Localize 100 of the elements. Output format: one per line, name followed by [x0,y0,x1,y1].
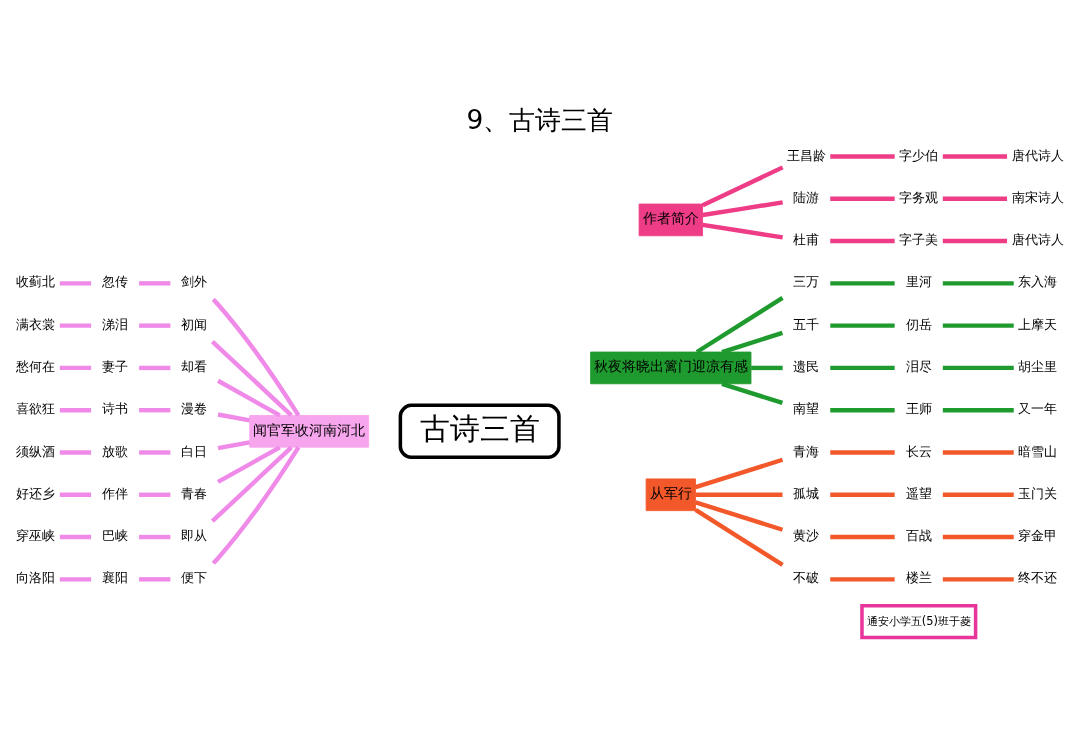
connector [942,196,1008,201]
node-text: 杜甫 [793,231,820,247]
node-text: 长云 [905,443,932,459]
connector [59,492,92,497]
connector [59,365,92,370]
connector [721,330,784,354]
connector [216,444,281,484]
connector [702,222,783,240]
node-text: 青海 [793,443,820,459]
connector [942,322,1014,328]
node-text: 终不还 [1018,569,1058,585]
node-text: 初闻 [181,316,208,332]
connector [694,507,784,567]
node-text: 涕泪 [101,316,128,332]
node-text: 满衣裳 [16,316,56,332]
connector [694,457,784,489]
connector [59,449,92,455]
connector [695,492,783,497]
node-text: 唐代诗人 [1011,147,1064,163]
connector [942,153,1008,159]
connector [139,280,171,286]
connector [721,381,784,405]
node-text: 穿巫峡 [16,527,56,543]
node-text: 陆游 [793,189,820,205]
connector [830,492,895,497]
node-box: 作者简介 [638,203,703,236]
node-text: 收蓟北 [16,273,56,289]
node-text: 泪尽 [905,358,932,374]
node-text: 孤城 [793,485,820,501]
node-text: 玉门关 [1018,485,1058,501]
connector [830,153,895,159]
connector [59,407,92,412]
connector [702,199,783,217]
node-text: 又一年 [1018,400,1058,416]
node-text: 诗书 [101,400,128,416]
connector [139,365,171,370]
node-text: 南宋诗人 [1011,189,1064,205]
node-text: 王昌龄 [786,147,826,163]
node-text: 三万 [793,273,820,289]
node-text: 好还乡 [16,485,56,501]
connector [830,280,895,286]
connector [210,339,293,417]
connector [830,322,895,328]
node-text: 遗民 [793,358,820,374]
node-text: 便下 [181,569,208,585]
node-text: 忽传 [101,273,128,289]
diagram-title: 9、古诗三首 [466,103,614,135]
node-text: 却看 [181,358,208,374]
connector [701,164,784,207]
connector [830,407,895,412]
connector [59,576,92,582]
node-text: 向洛阳 [16,569,56,585]
node-text: 漫卷 [181,400,208,416]
node-text: 胡尘里 [1018,358,1058,374]
connector [694,499,784,532]
connector [210,445,293,523]
connector [830,576,895,582]
connector [830,449,895,455]
connector [139,449,171,455]
connector [942,449,1014,455]
connector [830,196,895,201]
connector [830,534,895,539]
node-text: 妻子 [101,358,128,374]
node-text: 百战 [905,527,932,543]
node-text: 白日 [181,443,208,459]
node-text: 剑外 [181,273,208,289]
connector [139,576,171,582]
node-text: 巴峡 [101,527,128,543]
node-text: 襄阳 [101,569,128,585]
node-box: 通安小学五(5)班于菱 [860,603,978,639]
node-text: 不破 [793,569,820,585]
connector [211,297,301,416]
connector [942,365,1014,370]
node-text: 遥望 [905,485,932,501]
node-box: 秋夜将晓出篱门迎凉有感 [590,351,752,384]
connector [751,365,783,370]
node-text: 黄沙 [793,527,820,543]
connector [211,445,301,565]
connector [139,407,171,412]
node-text: 暗雪山 [1018,443,1058,459]
node-text: 愁何在 [16,358,56,374]
node-box: 从军行 [645,477,696,511]
node-text: 喜欲狂 [16,400,56,416]
connector [139,322,171,328]
node-text: 作伴 [101,485,128,501]
node-text: 字务观 [899,189,939,205]
connector [942,238,1008,243]
node-box: 古诗三首 [398,403,561,459]
node-text: 王师 [905,400,932,416]
connector [942,576,1014,582]
node-text: 唐代诗人 [1011,231,1064,247]
node-text: 南望 [793,400,820,416]
connector [217,439,251,450]
node-text: 楼兰 [905,569,932,585]
connector [59,534,92,539]
connector [216,378,281,417]
connector [942,534,1014,539]
connector [830,238,895,243]
connector [139,492,171,497]
node-text: 放歌 [101,443,128,459]
